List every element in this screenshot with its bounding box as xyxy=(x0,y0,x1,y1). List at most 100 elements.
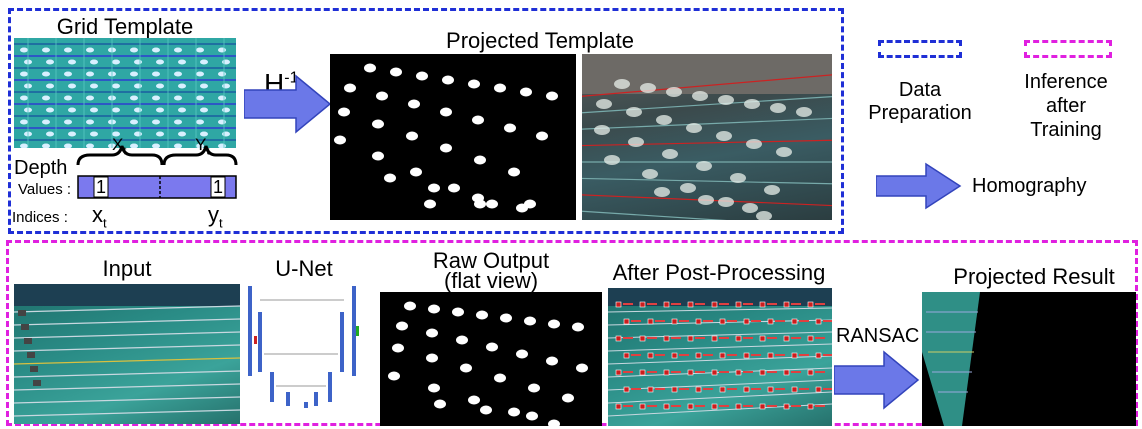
keypoint-label xyxy=(727,388,737,390)
grid-dot xyxy=(90,83,98,89)
keypoint-label xyxy=(751,354,761,356)
unet-title: U-Net xyxy=(275,256,333,281)
keypoint-label xyxy=(791,405,801,407)
blob xyxy=(548,419,560,426)
input-lane xyxy=(14,396,240,404)
keypoint-box xyxy=(711,335,718,342)
blob xyxy=(460,363,472,373)
blob xyxy=(516,349,528,359)
grid-dot xyxy=(156,83,164,89)
input-image xyxy=(14,284,240,424)
input-lane xyxy=(14,409,240,417)
grid-dot xyxy=(20,95,28,101)
input-lane xyxy=(14,331,240,339)
blob xyxy=(372,151,384,161)
keypoint-box xyxy=(695,386,702,393)
blob xyxy=(428,304,440,314)
grid-dot xyxy=(112,107,120,113)
value-one-a: 1 xyxy=(96,177,107,197)
grid-dot xyxy=(112,83,120,89)
grid-dot xyxy=(196,95,204,101)
grid-dot xyxy=(42,71,50,77)
blob xyxy=(656,115,672,125)
grid-dot xyxy=(196,47,204,53)
blob xyxy=(410,167,422,177)
grid-dot xyxy=(90,131,98,137)
keypoint-label xyxy=(719,303,729,305)
blob xyxy=(746,139,762,149)
keypoint-label xyxy=(815,303,825,305)
blob xyxy=(546,91,558,101)
grid-template-image xyxy=(14,38,236,148)
keypoint-box xyxy=(647,352,654,359)
keypoint-box xyxy=(767,352,774,359)
keypoint-label xyxy=(751,320,761,322)
keypoint-label xyxy=(631,388,641,390)
keypoint-label xyxy=(743,371,753,373)
blob xyxy=(486,342,498,352)
keypoint-box xyxy=(623,318,630,325)
keypoint-box xyxy=(639,369,646,376)
keypoint-label xyxy=(823,388,832,390)
legend-inference-swatch xyxy=(1024,40,1112,58)
values-label: Values : xyxy=(18,181,72,198)
unet-block xyxy=(328,372,332,402)
grid-dot xyxy=(218,143,226,148)
blob xyxy=(764,185,780,195)
blob xyxy=(756,211,772,220)
indices-label: Indices : xyxy=(12,209,68,226)
inverse-homography-arrow xyxy=(244,74,332,134)
keypoint-box xyxy=(743,318,750,325)
input-lane xyxy=(14,318,240,326)
keypoint-box xyxy=(647,318,654,325)
keypoint-box xyxy=(663,301,670,308)
keypoint-label xyxy=(799,388,809,390)
keypoint-box xyxy=(807,335,814,342)
legend-homography-arrow xyxy=(876,162,962,210)
grid-dot xyxy=(134,131,142,137)
input-lane xyxy=(14,344,240,352)
xt-brace-label: Xt xyxy=(112,135,127,158)
keypoint-label xyxy=(703,354,713,356)
lane-line xyxy=(582,74,832,97)
keypoint-box xyxy=(671,386,678,393)
depth-label: Depth xyxy=(14,157,68,179)
blob xyxy=(426,353,438,363)
grid-dot xyxy=(222,59,230,65)
grid-dot xyxy=(130,143,138,148)
grid-dot xyxy=(174,119,182,125)
blob xyxy=(626,107,642,117)
lane-line xyxy=(582,96,832,114)
keypoint-label xyxy=(647,405,657,407)
keypoint-label xyxy=(815,371,825,373)
keypoint-label xyxy=(791,303,801,305)
keypoint-box xyxy=(711,403,718,410)
blob xyxy=(742,203,758,213)
unet-block xyxy=(352,286,356,376)
blob xyxy=(408,99,420,109)
input-block xyxy=(27,352,35,358)
grid-dot xyxy=(156,59,164,65)
keypoint-box xyxy=(783,403,790,410)
grid-dot xyxy=(86,71,94,77)
keypoint-label xyxy=(743,303,753,305)
unet-block xyxy=(340,312,344,372)
keypoint-label xyxy=(743,337,753,339)
keypoint-box xyxy=(759,403,766,410)
post-lane xyxy=(608,331,832,339)
blob xyxy=(474,155,486,165)
keypoint-box xyxy=(687,403,694,410)
blob xyxy=(508,167,520,177)
blob xyxy=(424,199,436,209)
blob xyxy=(596,99,612,109)
blob xyxy=(614,79,630,89)
grid-dot xyxy=(46,59,54,65)
projected-template-title: Projected Template xyxy=(446,28,634,53)
keypoint-label xyxy=(631,320,641,322)
legend-inference-line1: Inference xyxy=(1024,71,1108,93)
keypoint-box xyxy=(687,369,694,376)
grid-dot xyxy=(152,143,160,148)
blob xyxy=(468,395,480,405)
keypoint-label xyxy=(623,371,633,373)
keypoint-label xyxy=(767,303,777,305)
